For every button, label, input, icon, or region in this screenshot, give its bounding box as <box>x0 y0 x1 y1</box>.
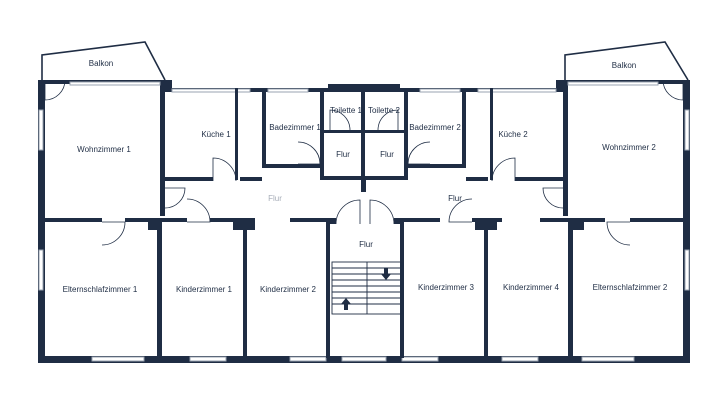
arrow-down-icon <box>381 268 391 280</box>
label-elternschlafzimmer-1: Elternschlafzimmer 1 <box>63 285 138 294</box>
label-kinderzimmer-1: Kinderzimmer 1 <box>176 285 233 294</box>
windows <box>38 81 690 362</box>
door-swings <box>44 79 684 246</box>
label-toilette-2: Toilette 2 <box>368 106 401 115</box>
label-balkon-left: Balkon <box>89 59 113 68</box>
interior-walls <box>42 88 686 358</box>
label-badezimmer-1: Badezimmer 1 <box>269 123 321 132</box>
balcony-right <box>564 41 689 81</box>
label-kinderzimmer-2: Kinderzimmer 2 <box>260 285 317 294</box>
label-badezimmer-2: Badezimmer 2 <box>409 123 461 132</box>
label-flur-small-left: Flur <box>336 150 350 159</box>
label-wohnzimmer-1: Wohnzimmer 1 <box>77 145 131 154</box>
label-flur-left: Flur <box>268 194 282 203</box>
label-wohnzimmer-2: Wohnzimmer 2 <box>602 143 656 152</box>
label-kueche-2: Küche 2 <box>498 130 528 139</box>
arrow-up-icon <box>341 298 351 310</box>
label-kinderzimmer-3: Kinderzimmer 3 <box>418 283 475 292</box>
label-balkon-right: Balkon <box>612 61 636 70</box>
balcony-left <box>41 41 166 81</box>
label-flur-center: Flur <box>359 240 373 249</box>
label-kueche-1: Küche 1 <box>201 130 231 139</box>
label-toilette-1: Toilette 1 <box>330 106 363 115</box>
label-kinderzimmer-4: Kinderzimmer 4 <box>503 283 560 292</box>
staircase <box>331 261 403 315</box>
label-flur-small-right: Flur <box>380 150 394 159</box>
label-elternschlafzimmer-2: Elternschlafzimmer 2 <box>593 283 668 292</box>
label-flur-right: Flur <box>448 194 462 203</box>
